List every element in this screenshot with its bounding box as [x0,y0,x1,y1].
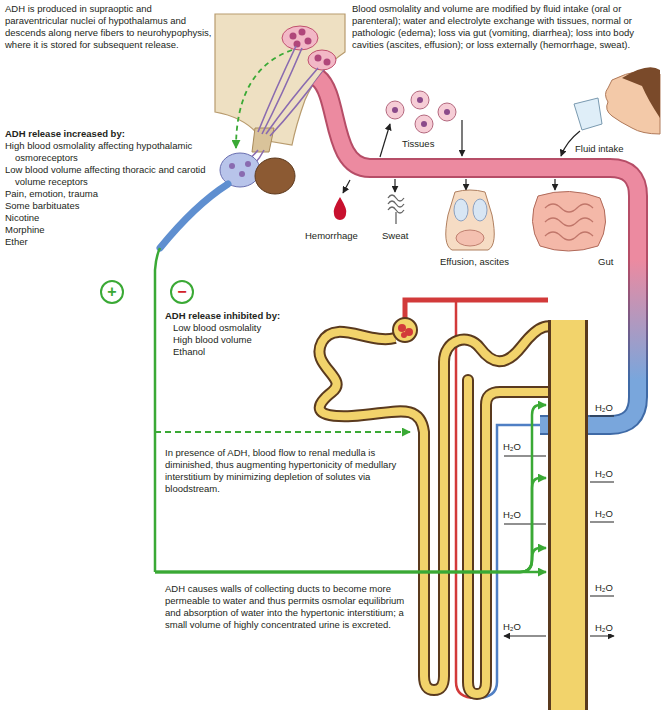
part-label: Effusion, ascites [440,256,509,268]
loss-routes [473,199,487,221]
kidney-nephron [405,300,548,318]
loss-routes [454,199,468,221]
hypothalamus-drawing [255,158,295,194]
list-item: Some barbituates [5,200,220,212]
part-label: Tissues [402,138,434,150]
note-text: Blood osmolality and volume are modified… [352,3,657,52]
water-label: H₂O [594,508,614,520]
kidney-nephron [548,320,588,710]
water-label: H₂O [594,582,614,594]
hypothalamus-drawing [160,184,228,248]
kidney-nephron [319,300,568,710]
drinking-woman [561,67,660,156]
hypothalamus-drawing [236,50,292,148]
adh-pathway [155,405,546,572]
blood-pipe [318,78,638,425]
loss-routes [545,204,593,240]
adh-pathway [155,248,160,572]
hypothalamus-drawing [299,29,306,36]
hypothalamus-drawing [160,14,345,248]
part-label: Gut [598,256,613,268]
list-item: Low blood osmolality [173,322,261,334]
tissue-cells [386,101,404,119]
list-item: Morphine [5,224,220,236]
loss-routes [388,195,404,224]
hypothalamus-drawing [282,26,318,50]
kidney-nephron [551,320,585,710]
part-label: Sweat [382,230,408,242]
loss-routes [465,179,466,190]
note-text: ADH is produced in supraoptic and parave… [5,3,213,52]
adh-pathway [155,548,546,572]
tissue-cells [438,103,456,121]
drinking-woman [622,67,660,118]
hypothalamus-drawing [290,33,297,40]
list-heading: ADH release increased by: [5,128,125,140]
loss-routes [334,179,606,251]
water-label: H₂O [502,441,522,453]
tissue-cells [444,109,450,115]
hypothalamus-drawing [239,171,245,177]
blood-pipe [318,78,638,425]
kidney-nephron [401,332,407,338]
hypothalamus-drawing [229,163,235,169]
loss-routes [532,191,605,251]
part-label: Fluid intake [575,143,624,155]
list-item: High blood volume [173,334,252,346]
loss-routes [334,197,347,220]
tissue-cells [380,91,462,157]
water-label: H₂O [594,468,614,480]
list-item: High blood osmolality affecting hypothal… [5,140,220,164]
kidney-nephron [468,380,548,694]
kidney-nephron [393,318,417,342]
sign-text: + [107,284,116,300]
hypothalamus-drawing [294,41,301,48]
loss-routes [343,180,350,193]
tissue-cells [417,97,423,103]
tissue-cells [461,120,462,156]
loss-routes [394,179,395,192]
kidney-nephron [468,380,548,694]
list-item: Pain, emotion, trauma [5,188,220,200]
drinking-woman [574,98,602,130]
tissue-cells [421,121,427,127]
list-heading: ADH release inhibited by: [165,310,280,322]
water-arrows [590,416,614,636]
water-label: H₂O [594,402,614,414]
adh-pathway [155,431,410,433]
hypothalamus-drawing [245,161,251,167]
loss-routes [554,179,555,190]
hypothalamus-drawing [315,55,322,62]
blood-pipe [318,78,638,425]
loss-routes [446,190,495,250]
tissue-cells [380,124,390,157]
plus-sign: + [100,280,124,304]
list-item: Low blood volume affecting thoracic and … [5,164,220,188]
hypothalamus-drawing [308,50,336,70]
water-arrows [504,456,546,636]
hypothalamus-drawing [324,59,331,66]
water-label: H₂O [502,509,522,521]
water-label: H₂O [594,622,614,634]
kidney-nephron [319,326,568,690]
kidney-nephron [398,324,406,332]
loss-routes [456,230,484,246]
list-item: Ethanol [173,346,205,358]
note-text: In presence of ADH, blood flow to renal … [165,447,405,496]
list-item: Nicotine [5,212,220,224]
tissue-cells [415,115,433,133]
tissue-cells [392,107,398,113]
tissue-cells [411,91,429,109]
note-text: ADH causes walls of collecting ducts to … [165,583,413,632]
water-label: H₂O [502,621,522,633]
adh-pathway [155,248,546,572]
minus-sign: − [170,280,194,304]
kidney-nephron [319,326,568,690]
hypothalamus-drawing [305,38,312,45]
list-item: Ether [5,236,220,248]
part-label: Hemorrhage [305,230,358,242]
sign-text: − [177,284,186,300]
hypothalamus-drawing [258,46,324,136]
